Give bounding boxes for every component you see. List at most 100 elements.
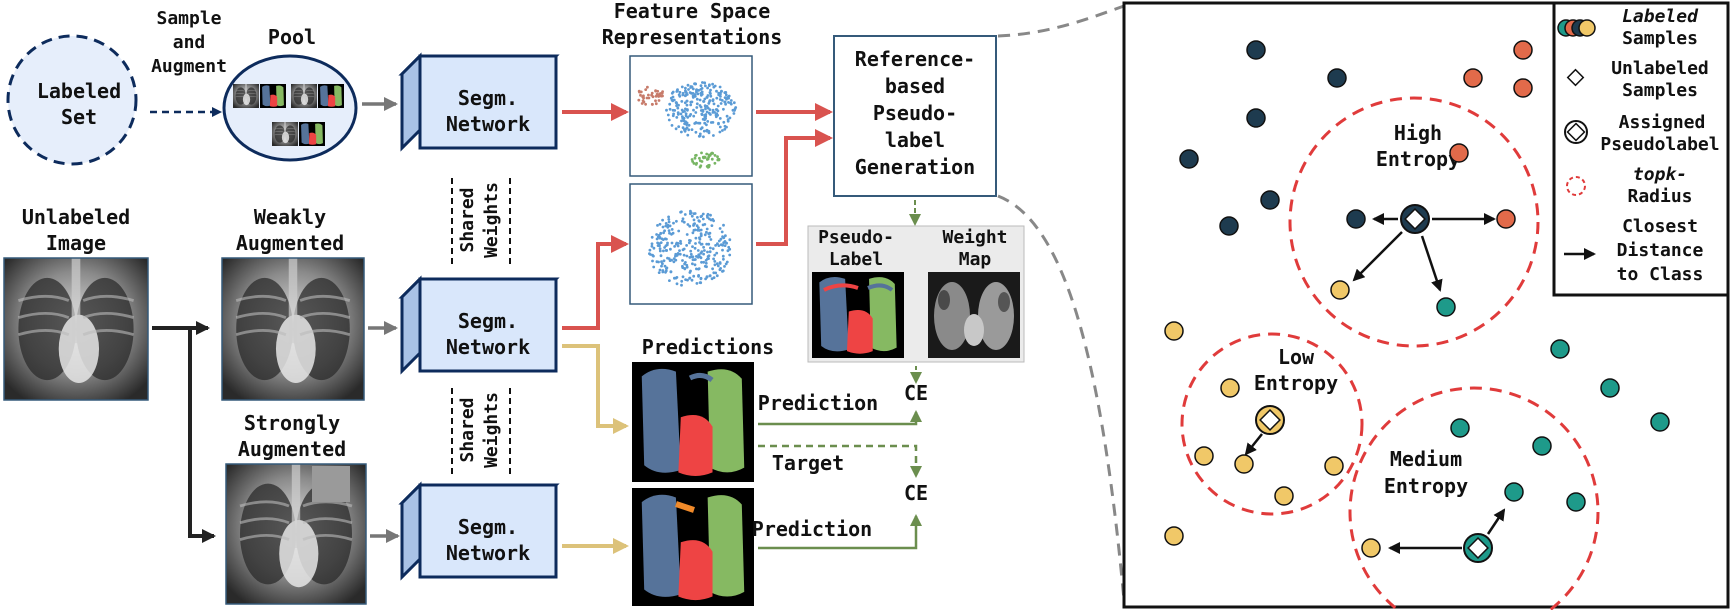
labeled-sample-dot xyxy=(1600,378,1620,398)
shared-weights-lower: Shared Weights xyxy=(451,388,511,474)
labeled-sample-dot xyxy=(1449,143,1469,163)
target-arrow xyxy=(758,444,922,478)
reference-pseudolabel-box: Reference- based Pseudo- label Generatio… xyxy=(833,35,997,197)
legend-radius-1: topk- xyxy=(1633,164,1687,185)
labeled-sample-dot xyxy=(1220,378,1240,398)
segm-network-bottom-label-2: Network xyxy=(446,541,530,565)
prediction-weak-image xyxy=(632,362,754,482)
labeled-sample-dot xyxy=(1219,216,1239,236)
assigned-pseudolabel-medium xyxy=(1463,533,1493,563)
legend-unlabeled-2: Samples xyxy=(1622,80,1698,101)
assigned-pseudolabel-high xyxy=(1400,204,1430,234)
pseudo-label-title-1: Pseudo- xyxy=(818,227,894,248)
medium-entropy-label-1: Medium xyxy=(1390,447,1462,471)
zoom-connector-bottom xyxy=(997,194,1126,601)
augmentation-arrows xyxy=(152,321,216,543)
labeled-sample-dot xyxy=(1513,78,1533,98)
labeled-sample-dot xyxy=(1274,486,1294,506)
feature-space-label-1: Feature Space xyxy=(614,0,771,23)
feature-space-label-2: Representations xyxy=(602,25,783,49)
pool xyxy=(222,54,358,162)
shared-lower-label-1: Shared xyxy=(457,397,478,462)
shared-upper-label-1: Shared xyxy=(457,187,478,252)
legend-labeled-1: Labeled xyxy=(1622,6,1699,27)
prediction-weak-label: Prediction xyxy=(758,391,878,415)
segm-network-middle-label-2: Network xyxy=(446,335,530,359)
prediction-strong-image xyxy=(632,488,754,606)
labeled-sample-dot xyxy=(1324,456,1344,476)
augment-label: Augment xyxy=(151,56,227,77)
labeled-set-label-2: Set xyxy=(61,105,97,129)
segm-network-top-label-1: Segm. xyxy=(458,86,518,110)
radius-high xyxy=(1288,96,1540,348)
labeled-sample-dot xyxy=(1246,40,1266,60)
labeled-set: Labeled Set xyxy=(6,34,138,166)
legend-closest-2: Distance xyxy=(1617,240,1704,261)
labeled-sample-dot xyxy=(1513,40,1533,60)
weight-map-image xyxy=(928,272,1020,358)
labeled-sample-dot xyxy=(1496,209,1516,229)
labeled-sample-dot xyxy=(1330,280,1350,300)
radius-low xyxy=(1180,332,1364,516)
labeled-set-label-1: Labeled xyxy=(37,79,121,103)
weight-map-title-2: Map xyxy=(959,249,992,270)
labeled-sample-dot xyxy=(1566,492,1586,512)
labeled-sample-dot xyxy=(1463,68,1483,88)
feature-plot-top xyxy=(629,55,753,177)
feature-plot-bottom xyxy=(629,183,753,305)
segm-network-top: Segm. Network xyxy=(398,52,560,152)
shared-lower-label-2: Weights xyxy=(481,392,502,468)
feature2-to-ref-arrow xyxy=(756,129,833,246)
legend-unlabeled-icon xyxy=(1566,68,1585,87)
low-entropy-label-1: Low xyxy=(1278,345,1315,369)
weakly-label-2: Augmented xyxy=(236,231,344,255)
labeled-sample-dot xyxy=(1164,526,1184,546)
high-entropy-label-1: High xyxy=(1394,121,1442,145)
labeled-sample-dot xyxy=(1361,538,1381,558)
legend-unlabeled-1: Unlabeled xyxy=(1611,58,1709,79)
legend-assigned-1: Assigned xyxy=(1619,112,1706,133)
segm-network-top-label-2: Network xyxy=(446,112,530,136)
labeled-sample-dot xyxy=(1234,454,1254,474)
labeled-sample-dot xyxy=(1550,339,1570,359)
strongly-label-1: Strongly xyxy=(244,411,340,435)
sample-label: Sample xyxy=(156,8,221,29)
legend-closest-3: to Class xyxy=(1617,264,1704,285)
pseudo-label-title-2: Label xyxy=(829,249,883,270)
closest-distance-arrows xyxy=(1244,213,1506,554)
labeled-sample-dot xyxy=(1327,68,1347,88)
and-label: and xyxy=(173,32,206,53)
legend-assigned-icon xyxy=(1564,120,1588,144)
low-entropy-label-2: Entropy xyxy=(1254,371,1338,395)
labeled-sample-dot xyxy=(1504,482,1524,502)
unlabeled-label-2: Image xyxy=(46,231,106,255)
shared-weights-upper: Shared Weights xyxy=(451,178,511,264)
legend-labeled-icon xyxy=(1557,19,1596,37)
pool-label: Pool xyxy=(268,25,316,49)
legend-closest-1: Closest xyxy=(1622,216,1698,237)
pseudo-label-image xyxy=(812,272,904,358)
medium-entropy-label-2: Entropy xyxy=(1384,474,1468,498)
network2-to-feature-arrow xyxy=(562,235,629,330)
labeled-sample-dot xyxy=(1246,108,1266,128)
legend-labeled-2: Samples xyxy=(1622,28,1698,49)
weight-map-title-1: Weight xyxy=(942,227,1007,248)
labeled-sample-dot xyxy=(1532,436,1552,456)
predictions-label: Predictions xyxy=(642,335,774,359)
ref-line-4: label xyxy=(885,128,945,152)
strongly-augmented-xray xyxy=(224,462,368,606)
shared-upper-label-2: Weights xyxy=(481,182,502,258)
ref-line-1: Reference- xyxy=(855,47,975,71)
ce-lower-label: CE xyxy=(904,481,928,505)
segm-network-middle: Segm. Network xyxy=(398,275,560,375)
labeled-sample-dot xyxy=(1346,209,1366,229)
prediction-strong-label: Prediction xyxy=(752,517,872,541)
legend-assigned-2: Pseudolabel xyxy=(1600,134,1719,155)
legend: Labeled Samples Unlabeled Samples Assign… xyxy=(1552,1,1730,297)
pseudolabel-panel: Pseudo- Label Weight Map xyxy=(807,225,1025,363)
labeled-sample-dots xyxy=(1164,40,1670,558)
labeled-sample-dot xyxy=(1179,149,1199,169)
high-entropy-label-2: Entropy xyxy=(1376,147,1460,171)
